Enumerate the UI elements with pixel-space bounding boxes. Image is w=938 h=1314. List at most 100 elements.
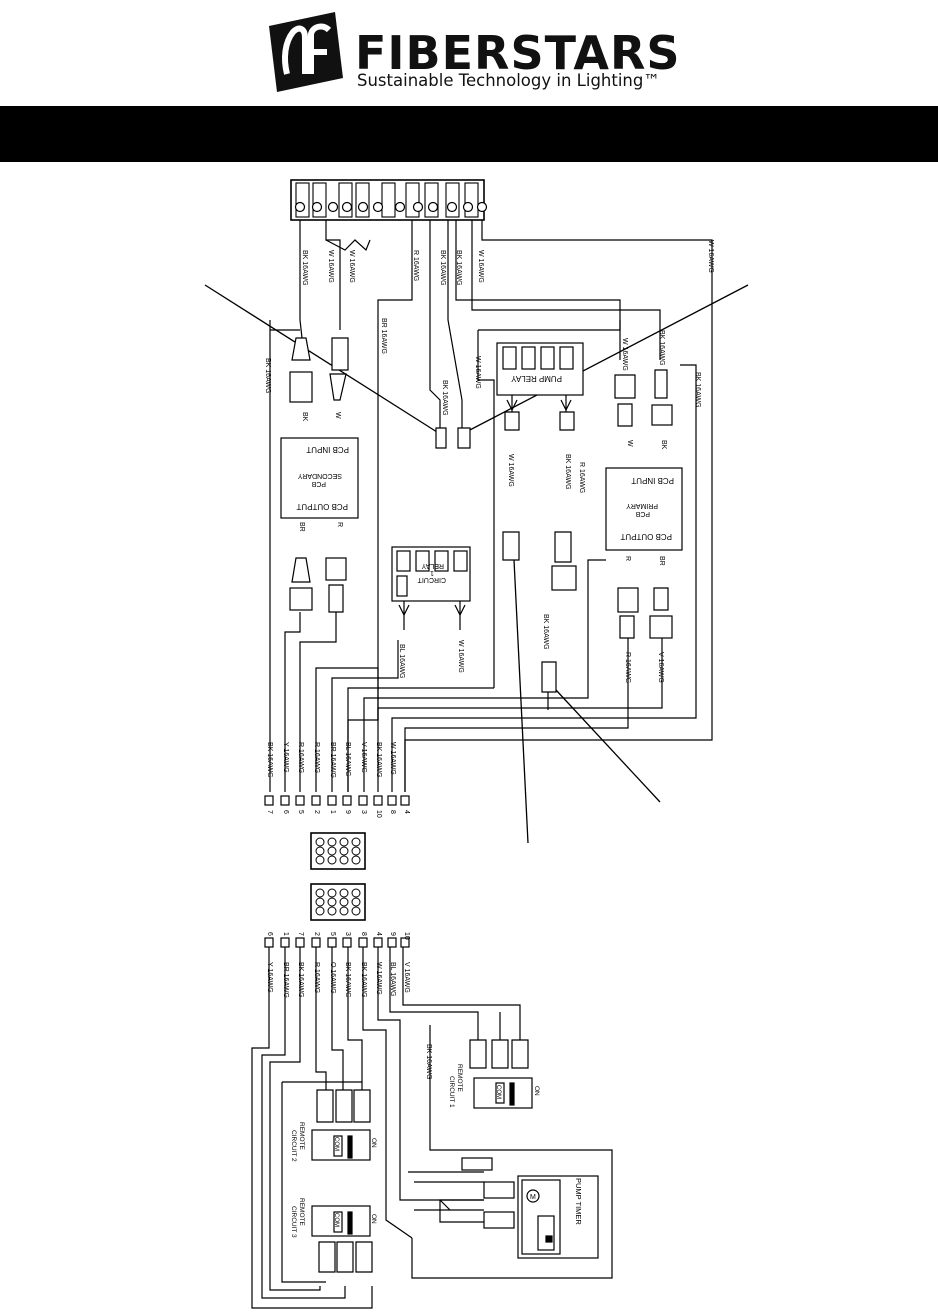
- upper-wiring: [269, 220, 713, 792]
- wire-label: BK 16AWG: [264, 358, 271, 394]
- upper-harness-pin-number: 5: [297, 810, 304, 814]
- wire-label: BK: [301, 412, 308, 422]
- lower-connectors: [316, 1039, 529, 1273]
- lower-harness-wire-label: BR 16AWG: [282, 962, 289, 998]
- remote-circuit-3-line1: REMOTE: [298, 1198, 305, 1226]
- wire-label: BK 16AWG: [455, 250, 462, 286]
- title-bar: [0, 106, 938, 162]
- wire-label: BK 16AWG: [301, 250, 308, 286]
- lower-harness-wire-label: BK 16AWG: [344, 962, 351, 998]
- wire-label: W 16AWG: [457, 640, 464, 673]
- upper-harness-pin-number: 3: [360, 810, 367, 814]
- pump-timer-label: PUMP TIMER: [574, 1178, 583, 1225]
- wire-label: W 16AWG: [507, 454, 514, 487]
- wire-label: W: [334, 412, 341, 419]
- wire-label: R: [624, 556, 631, 561]
- upper-harness-wire-label: V 16AWG: [360, 742, 367, 773]
- wire-label: W 16AWG: [348, 250, 355, 283]
- secondary-pcb: PCB INPUT SECONDARY PCB PCB OUTPUT: [280, 437, 359, 519]
- remote-circuit-3-com: COM: [333, 1213, 339, 1227]
- remote-circuit-3-on: ON: [370, 1214, 377, 1224]
- lower-harness-pin-number: 10: [403, 932, 410, 940]
- upper-pin-terminals: [264, 795, 410, 806]
- remote-circuit-2-line1: REMOTE: [298, 1122, 305, 1150]
- wire-label: BK: [660, 440, 667, 450]
- lower-harness-pin-number: 8: [360, 932, 367, 936]
- lower-wiring: [251, 947, 613, 1309]
- upper-harness-pin-number: 2: [313, 810, 320, 814]
- upper-harness-wire-label: Y 16AWG: [282, 742, 289, 773]
- brand-name: FIBERSTARS: [355, 26, 681, 80]
- lower-harness-wire-label: W 16AWG: [375, 962, 382, 995]
- remote-circuit-2-switch: COM ON REMOTE CIRCUIT 2: [290, 1122, 377, 1162]
- primary-pcb-name-1: PRIMARY: [626, 502, 658, 509]
- fiberstars-logo-mark: [269, 12, 343, 92]
- wire-label: BR 16AWG: [380, 318, 387, 354]
- wire-label: BK 16AWG: [441, 380, 448, 416]
- wire-label: BK 16AWG: [439, 250, 446, 286]
- remote-circuit-3-switch: COM ON REMOTE CIRCUIT 3: [290, 1198, 377, 1238]
- primary-pcb-input: PCB INPUT: [631, 476, 674, 485]
- primary-pcb-output: PCB OUTPUT: [620, 532, 672, 541]
- wire-label: BK 16AWG: [425, 1044, 432, 1080]
- upper-harness-wire-label: R 16AWG: [313, 742, 320, 773]
- remote-circuit-3-line2: CIRCUIT 3: [290, 1206, 297, 1238]
- secondary-pcb-output: PCB OUTPUT: [296, 502, 348, 511]
- secondary-pcb-name-1: SECONDARY: [297, 472, 342, 479]
- pump-relay: PUMP RELAY: [496, 342, 584, 412]
- remote-circuit-1-line1: REMOTE: [456, 1064, 463, 1092]
- remote-circuit-1-on: ON: [533, 1086, 540, 1096]
- primary-pcb-name-2: PCB: [635, 510, 650, 517]
- wire-label: BR: [298, 522, 305, 532]
- lower-harness-wire-label: Y 16AWG: [266, 962, 273, 993]
- primary-pcb: PCB INPUT PRIMARY PCB PCB OUTPUT: [605, 467, 683, 551]
- remote-circuit-2-line2: CIRCUIT 2: [290, 1130, 297, 1162]
- wire-label: BK 16AWG: [542, 614, 549, 650]
- upper-harness-wire-label: BR 16AWG: [329, 742, 336, 778]
- upper-harness-wire-label: R 16AWG: [297, 742, 304, 773]
- remote-circuit-1-line2: CIRCUIT 1: [448, 1076, 455, 1108]
- upper-harness-pin-number: 6: [282, 810, 289, 814]
- secondary-pcb-input: PCB INPUT: [306, 445, 349, 454]
- upper-harness-wire-label: BL 16AWG: [344, 742, 351, 777]
- lower-harness-wire-label: BL 16AWG: [389, 962, 396, 997]
- upper-harness-labels: BK 16AWG 7 Y 16AWG 6 R 16AWG 5 R 16AWG 2 BR 16AW…: [266, 742, 410, 818]
- lower-harness-pin-number: 4: [375, 932, 382, 936]
- upper-harness-wire-label: BK 16AWG: [266, 742, 273, 778]
- wire-label: W 16AWG: [474, 356, 481, 389]
- upper-harness-pin-number: 9: [344, 810, 351, 814]
- upper-harness-pin-number: 7: [266, 810, 273, 814]
- lower-harness-pin-number: 5: [329, 932, 336, 936]
- wire-label: W 16AWG: [621, 338, 628, 371]
- wire-label: W 16AWG: [707, 240, 714, 273]
- remote-circuit-1-switch: COM ON REMOTE CIRCUIT 1: [448, 1064, 540, 1109]
- lower-harness-wire-label: R 16AWG: [313, 962, 320, 993]
- upper-harness-pin-number: 8: [389, 810, 396, 814]
- circuit-1-relay-line2: 1: [430, 569, 434, 576]
- wire-label: BL 16AWG: [398, 644, 405, 679]
- circuit-1-relay: CIRCUIT 1 RELAY: [391, 546, 471, 630]
- wire-label: BK 16AWG: [694, 372, 701, 408]
- upper-harness-wire-label: W 16AWG: [389, 742, 396, 775]
- pump-timer-m: M: [530, 1194, 536, 1201]
- wire-label: R 16AWG: [578, 462, 585, 493]
- wire-label: R 16AWG: [624, 652, 631, 683]
- lower-harness-pin-number: 9: [389, 932, 396, 936]
- lower-pin-terminals: [264, 937, 410, 948]
- wire-label: BK 16AWG: [564, 454, 571, 490]
- wire-label: V 16AWG: [657, 652, 664, 683]
- lower-harness-pin-number: 6: [266, 932, 273, 936]
- brand-tagline: Sustainable Technology in Lighting™: [357, 71, 660, 90]
- wire-label: R 16AWG: [412, 250, 419, 281]
- lower-harness-pin-number: 7: [297, 932, 304, 936]
- wire-label: R: [336, 522, 343, 527]
- upper-harness-pin-number: 10: [375, 810, 382, 818]
- lower-harness-wire-label: V 16AWG: [403, 962, 410, 993]
- terminal-block: [290, 179, 488, 221]
- lower-harness-wire-label: O 16AWG: [329, 962, 336, 994]
- lower-harness-wire-label: BK 16AWG: [297, 962, 304, 998]
- lower-harness-pin-number: 2: [313, 932, 320, 936]
